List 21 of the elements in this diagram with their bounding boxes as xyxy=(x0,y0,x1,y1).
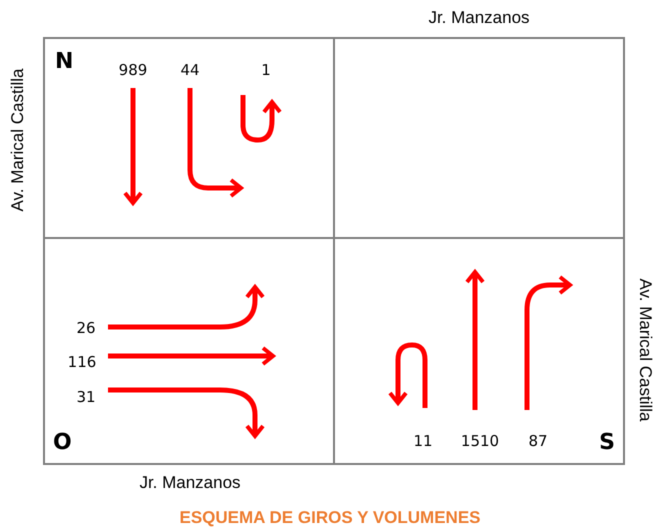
volume-number: 26 xyxy=(76,319,96,337)
volume-number: 44 xyxy=(180,61,200,79)
intersection-block xyxy=(43,37,335,239)
street-name: Jr. Manzanos xyxy=(139,473,241,493)
volume-number: 11 xyxy=(413,432,433,450)
volume-number: 1510 xyxy=(460,432,500,450)
intersection-block xyxy=(333,37,625,239)
intersection-block xyxy=(43,237,335,465)
compass-letter: N xyxy=(55,49,74,74)
volume-number: 989 xyxy=(118,61,148,79)
street-name: Av. Marical Castilla xyxy=(8,68,28,212)
compass-letter: S xyxy=(599,430,615,455)
compass-letter: O xyxy=(53,430,72,455)
intersection-block xyxy=(333,237,625,465)
volume-number: 116 xyxy=(68,353,96,371)
caption: ESQUEMA DE GIROS Y VOLUMENES xyxy=(179,508,481,528)
street-name: Av. Marical Castilla xyxy=(635,278,655,422)
volume-number: 1 xyxy=(261,61,271,79)
volume-number: 31 xyxy=(76,388,96,406)
volume-number: 87 xyxy=(528,432,548,450)
street-name: Jr. Manzanos xyxy=(428,8,530,28)
